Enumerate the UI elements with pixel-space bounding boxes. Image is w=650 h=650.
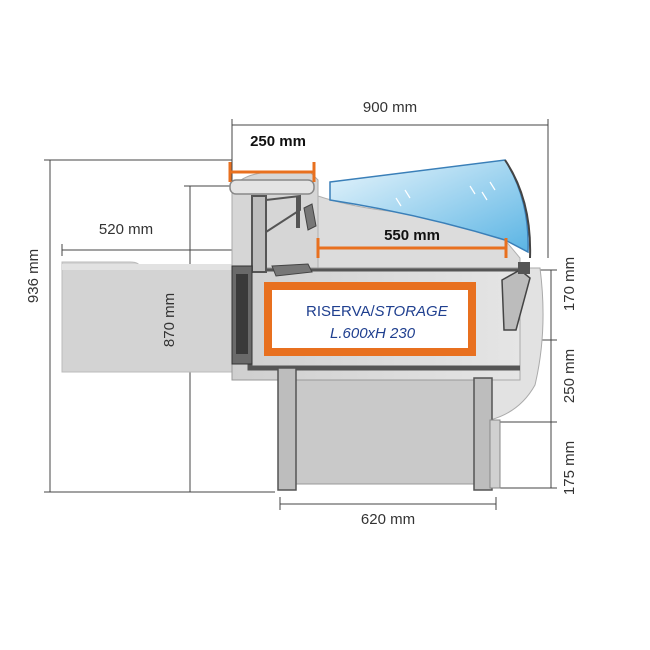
storage-size: L.600xH 230 bbox=[330, 325, 416, 342]
storage-label-main: RISERVA/STORAGE bbox=[306, 303, 449, 320]
dim-base-width: 620 mm bbox=[361, 511, 415, 528]
storage-label-storage: STORAGE bbox=[375, 303, 449, 320]
dim-display-depth: 550 mm bbox=[384, 227, 440, 244]
dim-width-total: 900 mm bbox=[363, 99, 417, 116]
dim-height-counter: 870 mm bbox=[161, 293, 178, 347]
dim-h-upper: 170 mm bbox=[561, 257, 578, 311]
dim-h-lower: 175 mm bbox=[561, 441, 578, 495]
dim-height-total: 936 mm bbox=[25, 249, 42, 303]
dim-depth-top: 250 mm bbox=[250, 133, 306, 150]
storage-box bbox=[264, 282, 476, 356]
curved-glass bbox=[329, 159, 532, 259]
storage-label-riserva: RISERVA/ bbox=[306, 303, 375, 320]
dimension-lines bbox=[44, 119, 557, 510]
orange-dimension-marks bbox=[228, 162, 508, 258]
dim-h-middle: 250 mm bbox=[561, 349, 578, 403]
dim-work-shelf: 520 mm bbox=[99, 221, 153, 238]
work-shelf bbox=[61, 261, 233, 373]
